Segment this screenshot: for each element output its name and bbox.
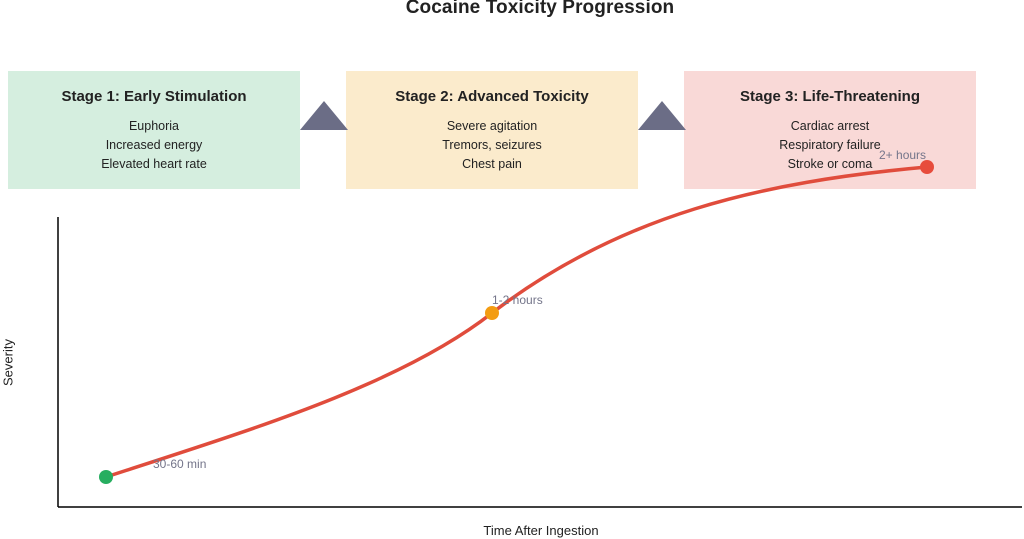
stage-3-item: Stroke or coma: [787, 157, 873, 171]
stage-1-title: Stage 1: Early Stimulation: [61, 88, 247, 105]
stage-3-title: Stage 3: Life-Threatening: [739, 88, 921, 105]
y-axis-label: Severity: [0, 339, 16, 386]
stage-2-item: Chest pain: [462, 157, 522, 171]
milestone-label-3: 2+ hours: [879, 148, 926, 162]
arrow-icon: [300, 101, 348, 130]
stage-1-box: Stage 1: Early Stimulation Euphoria Incr…: [8, 71, 300, 189]
stage-1-item: Elevated heart rate: [101, 157, 207, 171]
stage-2-item: Severe agitation: [446, 119, 538, 133]
stage-1-item: Increased energy: [105, 138, 203, 152]
stage-3-item: Respiratory failure: [779, 138, 881, 152]
diagram-title: Cocaine Toxicity Progression: [405, 0, 675, 18]
milestone-point-1: [99, 470, 113, 484]
stage-3-item: Cardiac arrest: [790, 119, 870, 133]
arrow-icon: [638, 101, 686, 130]
stage-2-title: Stage 2: Advanced Toxicity: [395, 88, 589, 105]
stage-2-item: Tremors, seizures: [442, 138, 542, 152]
severity-curve: [104, 165, 929, 479]
milestone-point-2: [485, 306, 499, 320]
stage-2-box: Stage 2: Advanced Toxicity Severe agitat…: [346, 71, 638, 189]
milestone-label-2: 1-2 hours: [492, 293, 543, 307]
milestone-point-3: [920, 160, 934, 174]
stage-1-item: Euphoria: [128, 119, 180, 133]
milestone-label-1: 30-60 min: [153, 457, 206, 471]
x-axis-label: Time After Ingestion: [483, 523, 599, 538]
